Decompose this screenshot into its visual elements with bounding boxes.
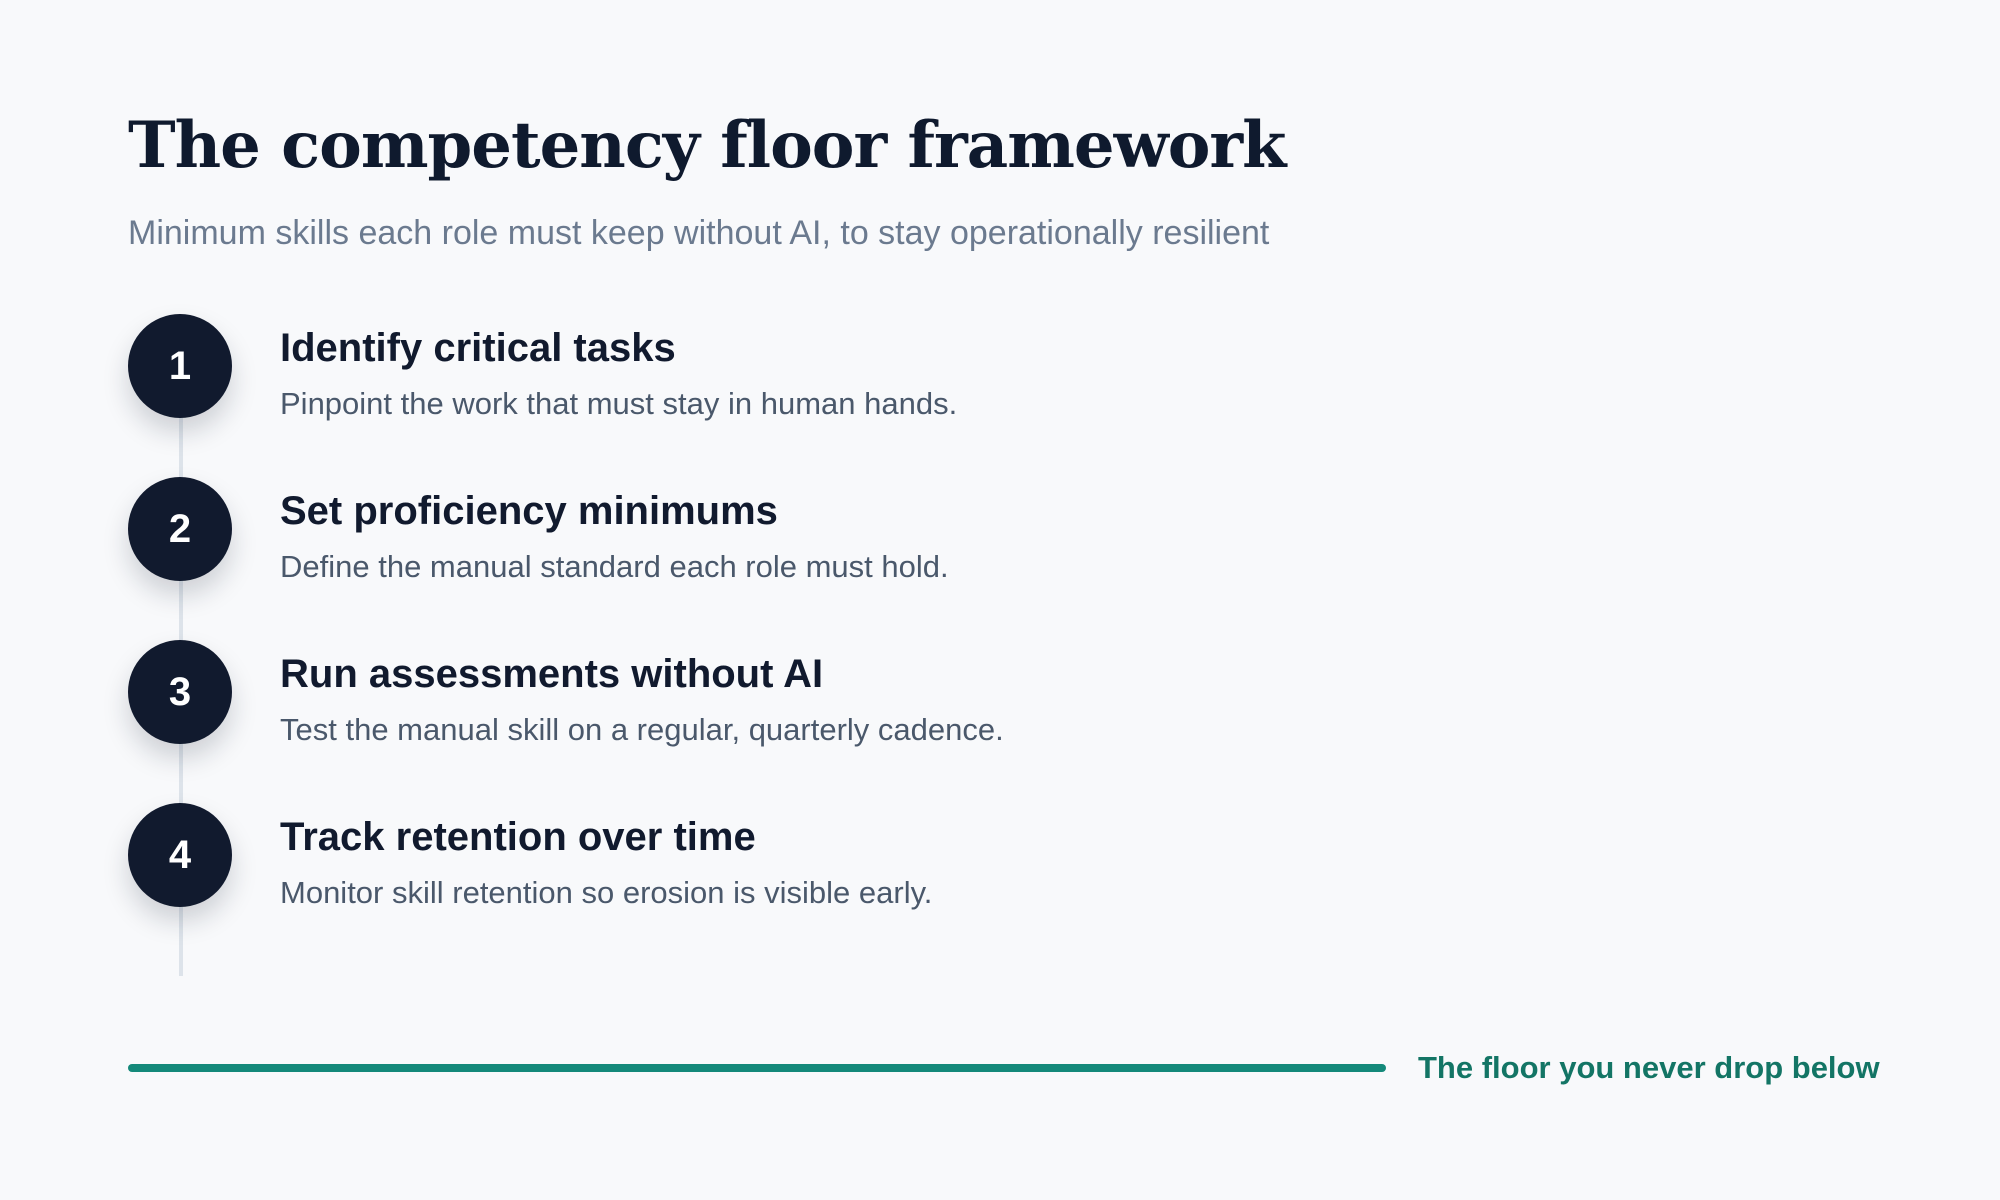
page-title: The competency floor framework [128,108,1286,183]
step-title: Set proficiency minimums [280,489,778,533]
step-description: Define the manual standard each role mus… [280,549,949,584]
floor-label: The floor you never drop below [1418,1050,1880,1085]
step-description: Test the manual skill on a regular, quar… [280,712,1004,747]
step-item-1: 1 Identify critical tasks Pinpoint the w… [128,314,1528,421]
step-item-2: 2 Set proficiency minimums Define the ma… [128,477,1528,584]
step-number-badge: 1 [128,314,232,418]
step-number-badge: 4 [128,803,232,907]
step-title: Run assessments without AI [280,652,824,696]
step-item-3: 3 Run assessments without AI Test the ma… [128,640,1528,747]
step-item-4: 4 Track retention over time Monitor skil… [128,803,1528,910]
step-description: Pinpoint the work that must stay in huma… [280,386,958,421]
floor-line [128,1064,1386,1072]
step-number-badge: 2 [128,477,232,581]
step-title: Identify critical tasks [280,326,676,370]
step-description: Monitor skill retention so erosion is vi… [280,875,933,910]
page-subtitle: Minimum skills each role must keep witho… [128,214,1270,252]
step-title: Track retention over time [280,815,756,859]
step-number-badge: 3 [128,640,232,744]
